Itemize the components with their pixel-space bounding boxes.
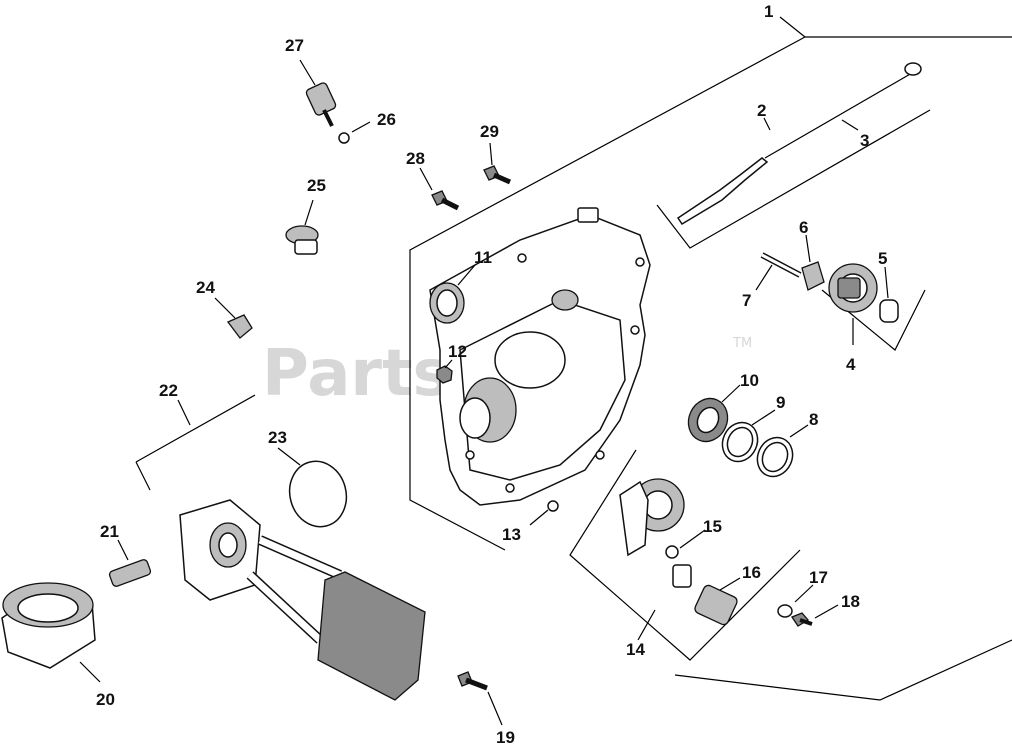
small-o-ring <box>547 500 559 512</box>
governor-gear <box>828 263 878 313</box>
oil-cooler <box>179 499 426 701</box>
group-outline-14 <box>569 449 801 661</box>
thrust-bearing <box>687 397 729 443</box>
bolt-29 <box>483 165 512 185</box>
callout-28: 28 <box>406 149 425 168</box>
governor-pin <box>879 299 899 323</box>
oil-pressure-sensor <box>672 564 738 626</box>
cooler-o-ring <box>288 460 348 528</box>
washer-8 <box>756 436 794 478</box>
sender-o-ring <box>338 132 350 144</box>
callout-12: 12 <box>448 342 467 361</box>
callout-9: 9 <box>776 393 785 412</box>
callout-7: 7 <box>742 291 751 310</box>
callout-4: 4 <box>846 355 856 374</box>
leader-lines <box>79 16 889 726</box>
washer-17 <box>777 604 793 618</box>
bolt-18 <box>791 612 813 627</box>
callout-21: 21 <box>100 522 119 541</box>
callout-10: 10 <box>740 371 759 390</box>
bolt-28 <box>431 190 460 211</box>
oil-filter <box>1 582 96 669</box>
gear-cover <box>429 207 651 506</box>
callout-15: 15 <box>703 517 722 536</box>
callout-14: 14 <box>626 640 645 659</box>
callout-22: 22 <box>159 381 178 400</box>
nut <box>436 365 453 384</box>
hose-clip <box>226 314 253 339</box>
oil-seal <box>429 282 465 324</box>
dipstick <box>676 62 922 226</box>
oil-sender <box>305 82 337 127</box>
callout-26: 26 <box>377 110 396 129</box>
callout-18: 18 <box>841 592 860 611</box>
callout-13: 13 <box>502 525 521 544</box>
callout-19: 19 <box>496 728 515 747</box>
pump-o-ring <box>665 545 679 559</box>
group-outline-2 <box>656 109 931 249</box>
oil-pump <box>619 478 685 557</box>
group-outline-22 <box>135 394 256 463</box>
washer-9 <box>721 421 759 463</box>
callout-16: 16 <box>742 563 761 582</box>
callout-6: 6 <box>799 218 808 237</box>
callout-5: 5 <box>878 249 887 268</box>
callout-20: 20 <box>96 690 115 709</box>
clip <box>801 261 825 291</box>
callout-8: 8 <box>809 410 818 429</box>
callout-24: 24 <box>196 278 215 297</box>
callout-23: 23 <box>268 428 287 447</box>
callout-1: 1 <box>764 2 773 21</box>
temperature-sensor <box>285 225 319 255</box>
bolt-19 <box>457 671 488 691</box>
group-outline-1-bottom <box>674 639 1012 701</box>
callout-17: 17 <box>809 568 828 587</box>
callout-2: 2 <box>757 101 766 120</box>
callout-3: 3 <box>860 131 869 150</box>
filter-nipple <box>108 559 152 587</box>
callout-11: 11 <box>474 248 492 267</box>
callout-29: 29 <box>480 122 499 141</box>
shaft <box>760 252 802 278</box>
group-outline-1 <box>409 36 806 551</box>
callout-27: 27 <box>285 36 304 55</box>
group-outline-22-left <box>135 461 151 491</box>
watermark-tm: TM <box>732 336 752 351</box>
callout-25: 25 <box>307 176 326 195</box>
